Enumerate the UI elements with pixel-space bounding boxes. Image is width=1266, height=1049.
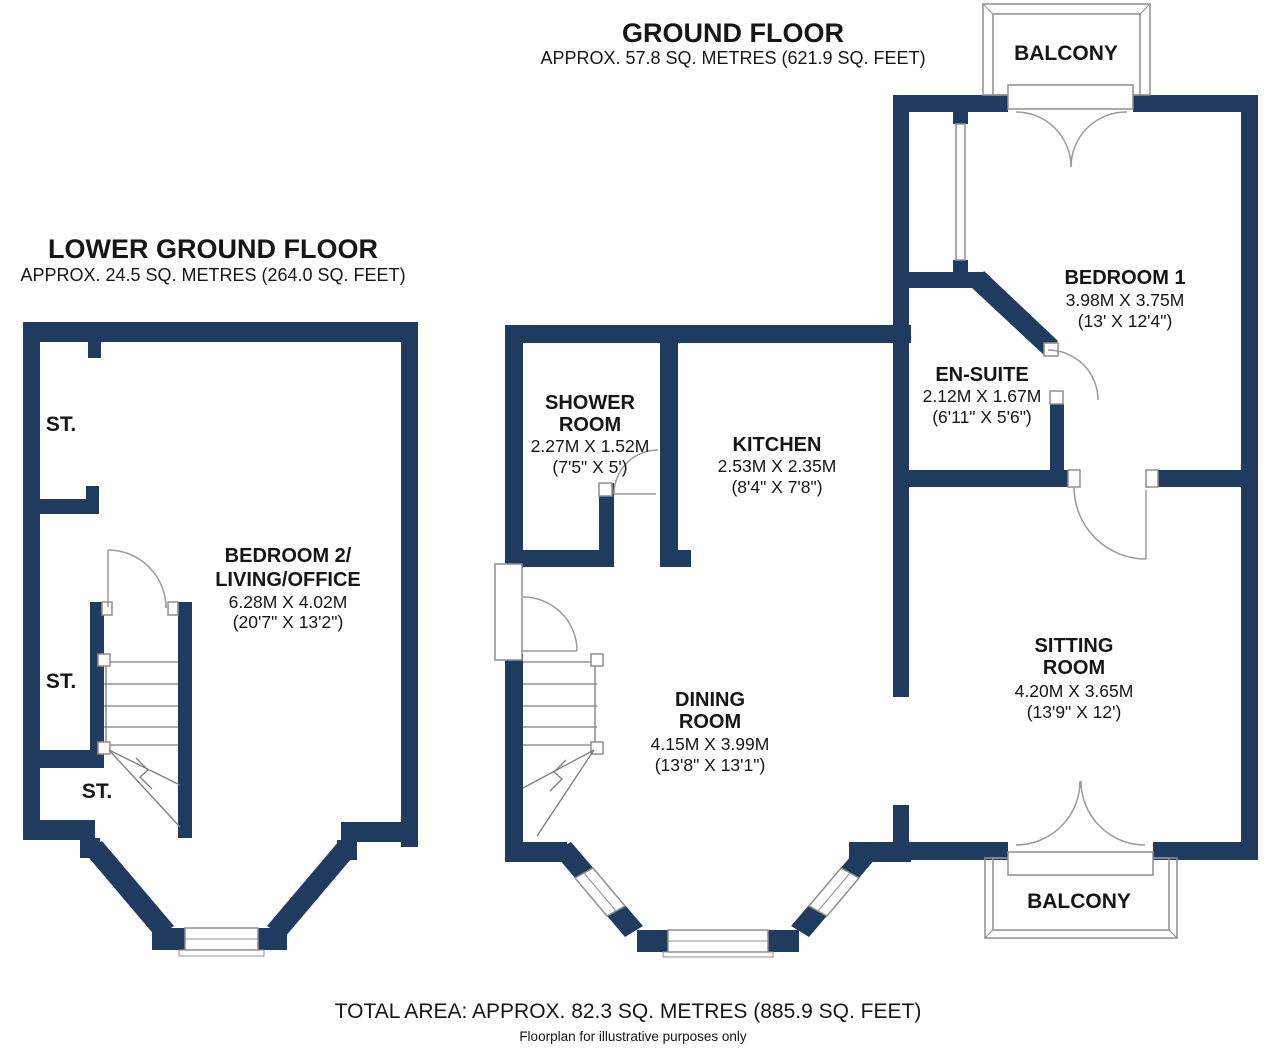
shower-label2: ROOM <box>559 414 621 436</box>
storage1-label: ST. <box>46 413 76 436</box>
bedroom2-label2: LIVING/OFFICE <box>215 569 361 591</box>
shower-room-door <box>598 449 659 497</box>
bedroom2-label1: BEDROOM 2/ <box>225 545 352 567</box>
gf-left-section <box>494 325 911 958</box>
storage3-label: ST. <box>82 780 112 803</box>
sitting-label2: ROOM <box>1043 657 1105 679</box>
ground-floor-title: GROUND FLOOR <box>622 18 844 48</box>
balcony-bottom-label: BALCONY <box>1027 890 1131 913</box>
total-area-label: TOTAL AREA: APPROX. 82.3 SQ. METRES (885… <box>335 1000 922 1023</box>
bedroom2-metric: 6.28M X 4.02M <box>229 592 348 612</box>
shower-metric: 2.27M X 1.52M <box>531 436 650 456</box>
bedroom1-window <box>955 123 966 261</box>
shower-imperial: (7'5" X 5') <box>552 457 627 477</box>
lower-ground-floor-plan <box>23 322 418 957</box>
dining-metric: 4.15M X 3.99M <box>651 734 770 754</box>
lgf-stairs <box>97 653 181 828</box>
dining-label1: DINING <box>675 689 745 711</box>
hall-door <box>1067 469 1159 560</box>
balcony-top-structure <box>982 3 1151 168</box>
lgf-bay-window <box>178 927 265 957</box>
ensuite-label: EN-SUITE <box>935 364 1028 386</box>
kitchen-metric: 2.53M X 2.35M <box>718 456 837 476</box>
kitchen-imperial: (8'4" X 7'8") <box>731 477 822 497</box>
bedroom1-metric: 3.98M X 3.75M <box>1066 290 1185 310</box>
disclaimer-label: Floorplan for illustrative purposes only <box>519 1029 747 1044</box>
gf-right-walls <box>893 95 1258 862</box>
lgf-walls <box>23 322 418 950</box>
entrance-door <box>494 563 578 661</box>
ground-floor-subtitle: APPROX. 57.8 SQ. METRES (621.9 SQ. FEET) <box>540 48 925 68</box>
dining-label2: ROOM <box>679 711 741 733</box>
balcony-bottom-structure <box>984 780 1178 939</box>
gf-right-section <box>893 3 1258 939</box>
labels: GROUND FLOOR APPROX. 57.8 SQ. METRES (62… <box>20 18 1185 1044</box>
storage2-label: ST. <box>46 670 76 693</box>
balcony-top-label: BALCONY <box>1014 42 1118 65</box>
gf-bay-windows <box>573 867 861 958</box>
shower-label1: SHOWER <box>545 392 636 414</box>
ensuite-imperial: (6'11" X 5'6") <box>932 407 1032 427</box>
dining-imperial: (13'8" X 13'1") <box>655 755 766 775</box>
bedroom1-label: BEDROOM 1 <box>1064 267 1185 289</box>
bedroom2-imperial: (20'7" X 13'2") <box>233 612 344 632</box>
kitchen-label: KITCHEN <box>733 434 822 456</box>
sitting-label1: SITTING <box>1035 635 1114 657</box>
ensuite-metric: 2.12M X 1.67M <box>923 386 1042 406</box>
sitting-metric: 4.20M X 3.65M <box>1015 681 1134 701</box>
gf-stairs <box>522 653 604 837</box>
ensuite-door <box>1043 342 1099 405</box>
lgf-stair-door <box>101 549 179 616</box>
lower-ground-floor-title: LOWER GROUND FLOOR <box>48 234 378 264</box>
sitting-imperial: (13'9" X 12') <box>1027 702 1122 722</box>
bedroom1-imperial: (13' X 12'4") <box>1078 311 1173 331</box>
lower-ground-floor-subtitle: APPROX. 24.5 SQ. METRES (264.0 SQ. FEET) <box>20 265 405 285</box>
